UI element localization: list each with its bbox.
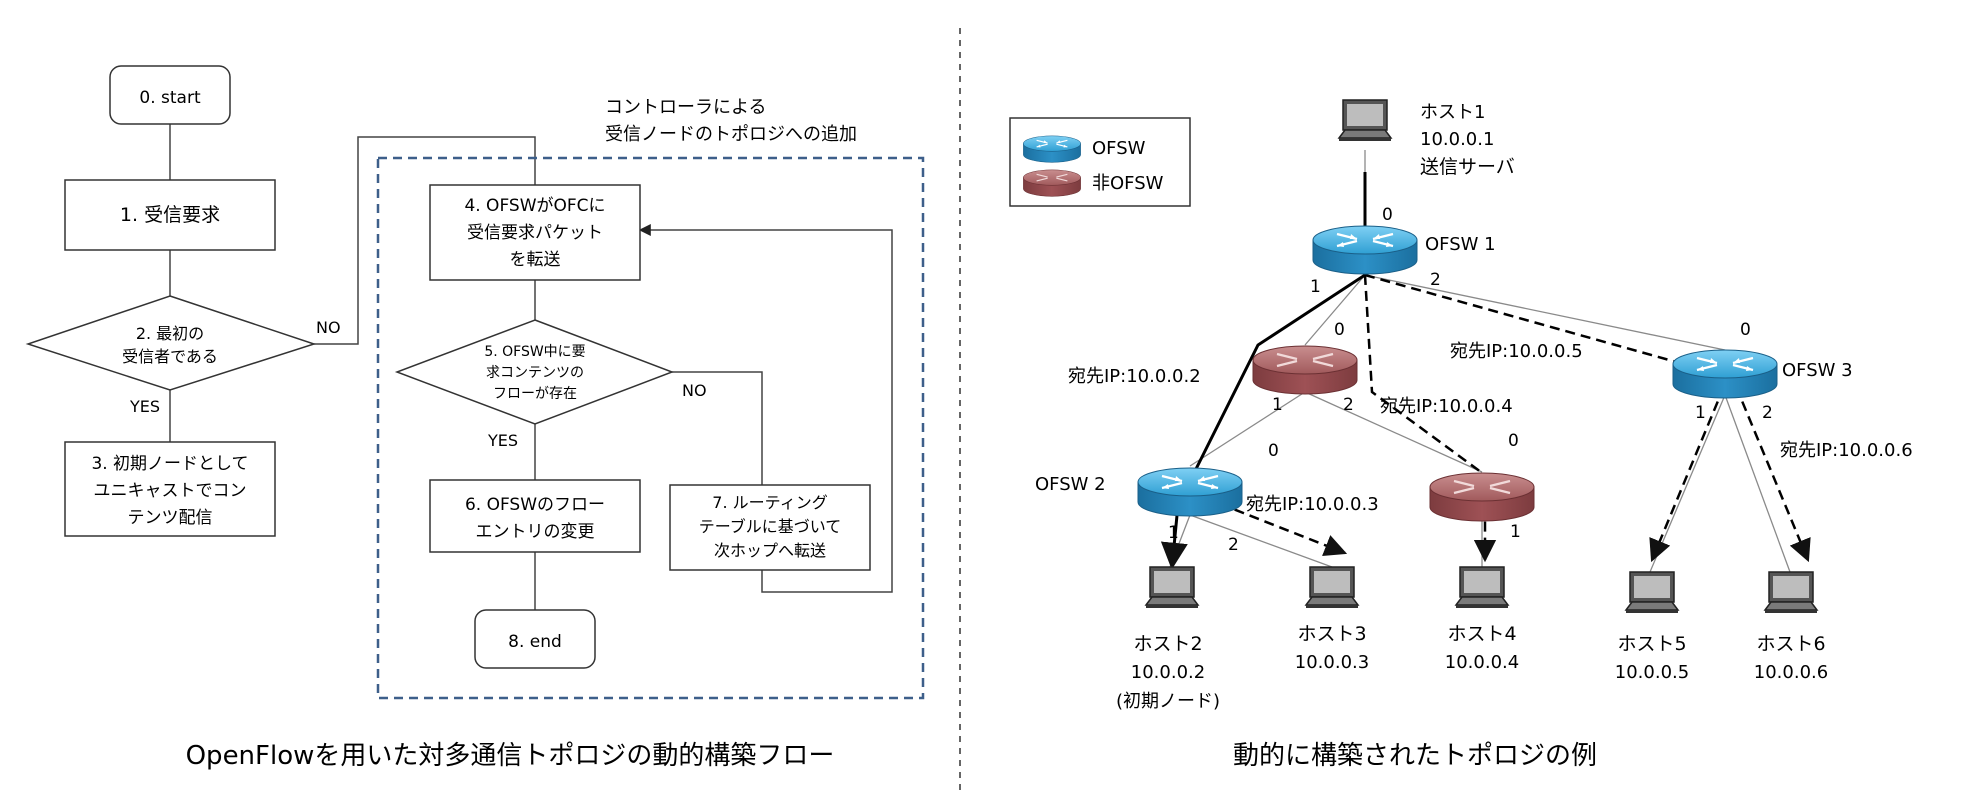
host1-name: ホスト1 — [1420, 102, 1485, 123]
host4-ip: 10.0.0.4 — [1445, 652, 1519, 673]
port-r1-up: 0 — [1334, 320, 1345, 340]
port-s3-right: 2 — [1762, 403, 1773, 423]
port-s1-left: 1 — [1310, 277, 1321, 297]
port-s3-left: 1 — [1695, 403, 1706, 423]
step6-line1: 6. OFSWのフロー — [465, 495, 605, 515]
host5-name: ホスト5 — [1617, 633, 1686, 655]
host4-laptop-icon — [1455, 566, 1509, 609]
legend-non-ofsw-icon — [1022, 169, 1082, 197]
step4-line2: 受信要求パケット — [467, 223, 603, 243]
decision2-diamond — [25, 295, 317, 391]
ofsw2-label: OFSW 2 — [1035, 474, 1106, 495]
step3-box — [64, 441, 276, 537]
multicast-paths — [1189, 273, 1811, 563]
step1-label: 1. 受信要求 — [120, 204, 220, 226]
host1-role: 送信サーバ — [1420, 156, 1515, 178]
host1-laptop-icon — [1338, 99, 1392, 142]
host-labels: ホスト2 10.0.0.2 (初期ノード) ホスト3 10.0.0.3 ホスト4… — [1116, 623, 1828, 712]
ofsw3-router — [1671, 348, 1779, 400]
host2-name: ホスト2 — [1133, 633, 1202, 655]
port-s1-right: 2 — [1430, 270, 1441, 290]
topology-caption: 動的に構築されたトポロジの例 — [1233, 741, 1597, 771]
host6-ip: 10.0.0.6 — [1754, 662, 1828, 683]
port-r1-right: 2 — [1343, 395, 1354, 415]
host1-ip: 10.0.0.1 — [1420, 129, 1494, 150]
step4-line1: 4. OFSWがOFCに — [464, 196, 605, 216]
step3-line3: テンツ配信 — [128, 508, 213, 528]
port-r2-down: 1 — [1510, 522, 1521, 542]
dest-ip-3: 宛先IP:10.0.0.3 — [1246, 494, 1379, 515]
legend-ofsw-icon — [1022, 135, 1082, 163]
port-s2-left: 1 — [1168, 523, 1179, 543]
no-label-1: NO — [316, 318, 341, 337]
decision5-line1: 5. OFSW中に要 — [484, 344, 585, 360]
step3-line2: ユニキャストでコン — [94, 481, 247, 501]
step6-box — [429, 479, 641, 553]
legend-non-ofsw-label: 非OFSW — [1092, 173, 1164, 194]
dest-ip-6: 宛先IP:10.0.0.6 — [1780, 440, 1913, 461]
ofsw1-label: OFSW 1 — [1425, 234, 1496, 255]
host2-ip: 10.0.0.2 — [1131, 662, 1205, 683]
dest-ip-4: 宛先IP:10.0.0.4 — [1380, 396, 1513, 417]
port-s2-right: 2 — [1228, 535, 1239, 555]
port-r2-up: 0 — [1508, 431, 1519, 451]
start-node — [109, 65, 231, 125]
topology: OFSW 非OFSW ホスト1 10.0.0.1 — [1009, 99, 1913, 771]
decision5-diamond — [394, 319, 675, 425]
host6-laptop-icon — [1764, 571, 1818, 614]
host2-laptop-icon — [1145, 566, 1199, 609]
flow-connectors — [169, 124, 893, 610]
yes-label-1: YES — [129, 397, 160, 416]
host3-laptop-icon — [1305, 566, 1359, 609]
controller-note-line1: コントローラによる — [605, 97, 766, 118]
step1-box — [64, 179, 276, 251]
port-r1-left: 1 — [1272, 395, 1283, 415]
port-s3-up: 0 — [1740, 320, 1751, 340]
end-label: 8. end — [508, 632, 562, 652]
port-s1-up: 0 — [1382, 205, 1393, 225]
destination-ip-labels: 宛先IP:10.0.0.2 宛先IP:10.0.0.3 宛先IP:10.0.0.… — [1068, 341, 1913, 515]
non-ofsw-router-1 — [1251, 344, 1359, 396]
flowchart: 0. start 1. 受信要求 2. 最初の 受信者である YES NO 3.… — [25, 65, 925, 771]
decision5-line3: フローが存在 — [493, 386, 577, 402]
step7-line2: テーブルに基づいて — [699, 517, 842, 536]
host5-ip: 10.0.0.5 — [1615, 662, 1689, 683]
yes-label-2: YES — [487, 431, 518, 450]
step4-box — [429, 184, 641, 281]
host6-name: ホスト6 — [1756, 633, 1825, 655]
decision5-line2: 求コンテンツの — [486, 365, 584, 381]
decision2-line1: 2. 最初の — [136, 324, 204, 343]
step6-line2: エントリの変更 — [476, 522, 595, 542]
legend-ofsw-label: OFSW — [1092, 138, 1146, 159]
step7-line1: 7. ルーティング — [712, 493, 827, 512]
port-numbers: 0 1 2 0 1 2 0 1 2 0 1 2 0 1 — [1168, 205, 1773, 555]
host3-ip: 10.0.0.3 — [1295, 652, 1369, 673]
end-node — [474, 609, 596, 669]
dest-ip-2: 宛先IP:10.0.0.2 — [1068, 366, 1201, 387]
host5-laptop-icon — [1625, 571, 1679, 614]
port-s2-up: 0 — [1268, 441, 1279, 461]
ofsw1-router — [1311, 224, 1419, 276]
host3-name: ホスト3 — [1297, 623, 1366, 645]
controller-dashed-box — [376, 156, 925, 700]
no-label-2: NO — [682, 381, 707, 400]
ofsw2-router — [1136, 466, 1244, 518]
flowchart-caption: OpenFlowを用いた対多通信トポロジの動的構築フロー — [186, 741, 835, 771]
step7-line3: 次ホップへ転送 — [714, 541, 826, 560]
non-ofsw-router-2 — [1428, 471, 1536, 523]
step3-line1: 3. 初期ノードとして — [91, 454, 248, 474]
step7-box — [669, 484, 871, 571]
controller-note-line2: 受信ノードのトポロジへの追加 — [605, 124, 857, 145]
start-label: 0. start — [139, 88, 201, 108]
host2-note: (初期ノード) — [1116, 691, 1220, 712]
step4-line3: を転送 — [510, 250, 561, 270]
decision2-line2: 受信者である — [122, 347, 218, 366]
dest-ip-5: 宛先IP:10.0.0.5 — [1450, 341, 1583, 362]
ofsw3-label: OFSW 3 — [1782, 360, 1853, 381]
host4-name: ホスト4 — [1447, 623, 1516, 645]
